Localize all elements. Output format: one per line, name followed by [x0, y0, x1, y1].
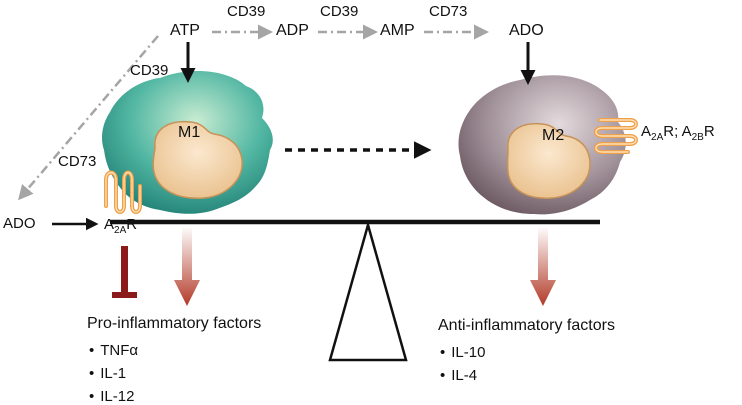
amp-label: AMP [380, 22, 415, 39]
pro-inflammatory-output-arrow [174, 226, 200, 306]
anti-inflammatory-list: IL-10 IL-4 [440, 343, 485, 389]
m2-receptor-label: A2AR; A2BR [641, 123, 715, 143]
m1-receptor-label: A2AR [104, 216, 138, 236]
pro-inflammatory-list: TNFα IL-1 IL-12 [89, 341, 138, 405]
list-item: TNFα [89, 341, 138, 364]
enzyme-cd73-left: CD73 [58, 153, 97, 170]
m2-label: M2 [542, 127, 565, 144]
enzyme-cd39-atp-adp: CD39 [227, 3, 266, 20]
ado-top-label: ADO [509, 22, 544, 39]
list-item: IL-10 [440, 343, 485, 366]
enzyme-cd73-amp-ado: CD73 [429, 3, 468, 20]
a2ar-inhibition-bar [121, 246, 128, 294]
list-item: IL-4 [440, 366, 485, 389]
anti-inflammatory-title: Anti-inflammatory factors [438, 317, 615, 334]
anti-inflammatory-output-arrow [530, 226, 556, 306]
atp-to-ado-left-arrow [18, 35, 159, 201]
pro-inflammatory-title: Pro-inflammatory factors [87, 315, 262, 332]
adp-label: ADP [276, 22, 309, 39]
a2ar-inhibition-cap [112, 292, 137, 298]
enzyme-cd39-atp-m1: CD39 [130, 62, 169, 79]
balance-fulcrum [328, 220, 408, 362]
enzyme-cd39-adp-amp: CD39 [320, 3, 359, 20]
atp-label: ATP [170, 22, 200, 39]
list-item: IL-1 [89, 364, 138, 387]
list-item: IL-12 [89, 387, 138, 405]
m1-nucleus [152, 120, 243, 199]
m1-label: M1 [178, 124, 201, 141]
ado-left-label: ADO [3, 215, 36, 232]
m2-nucleus [506, 122, 591, 199]
